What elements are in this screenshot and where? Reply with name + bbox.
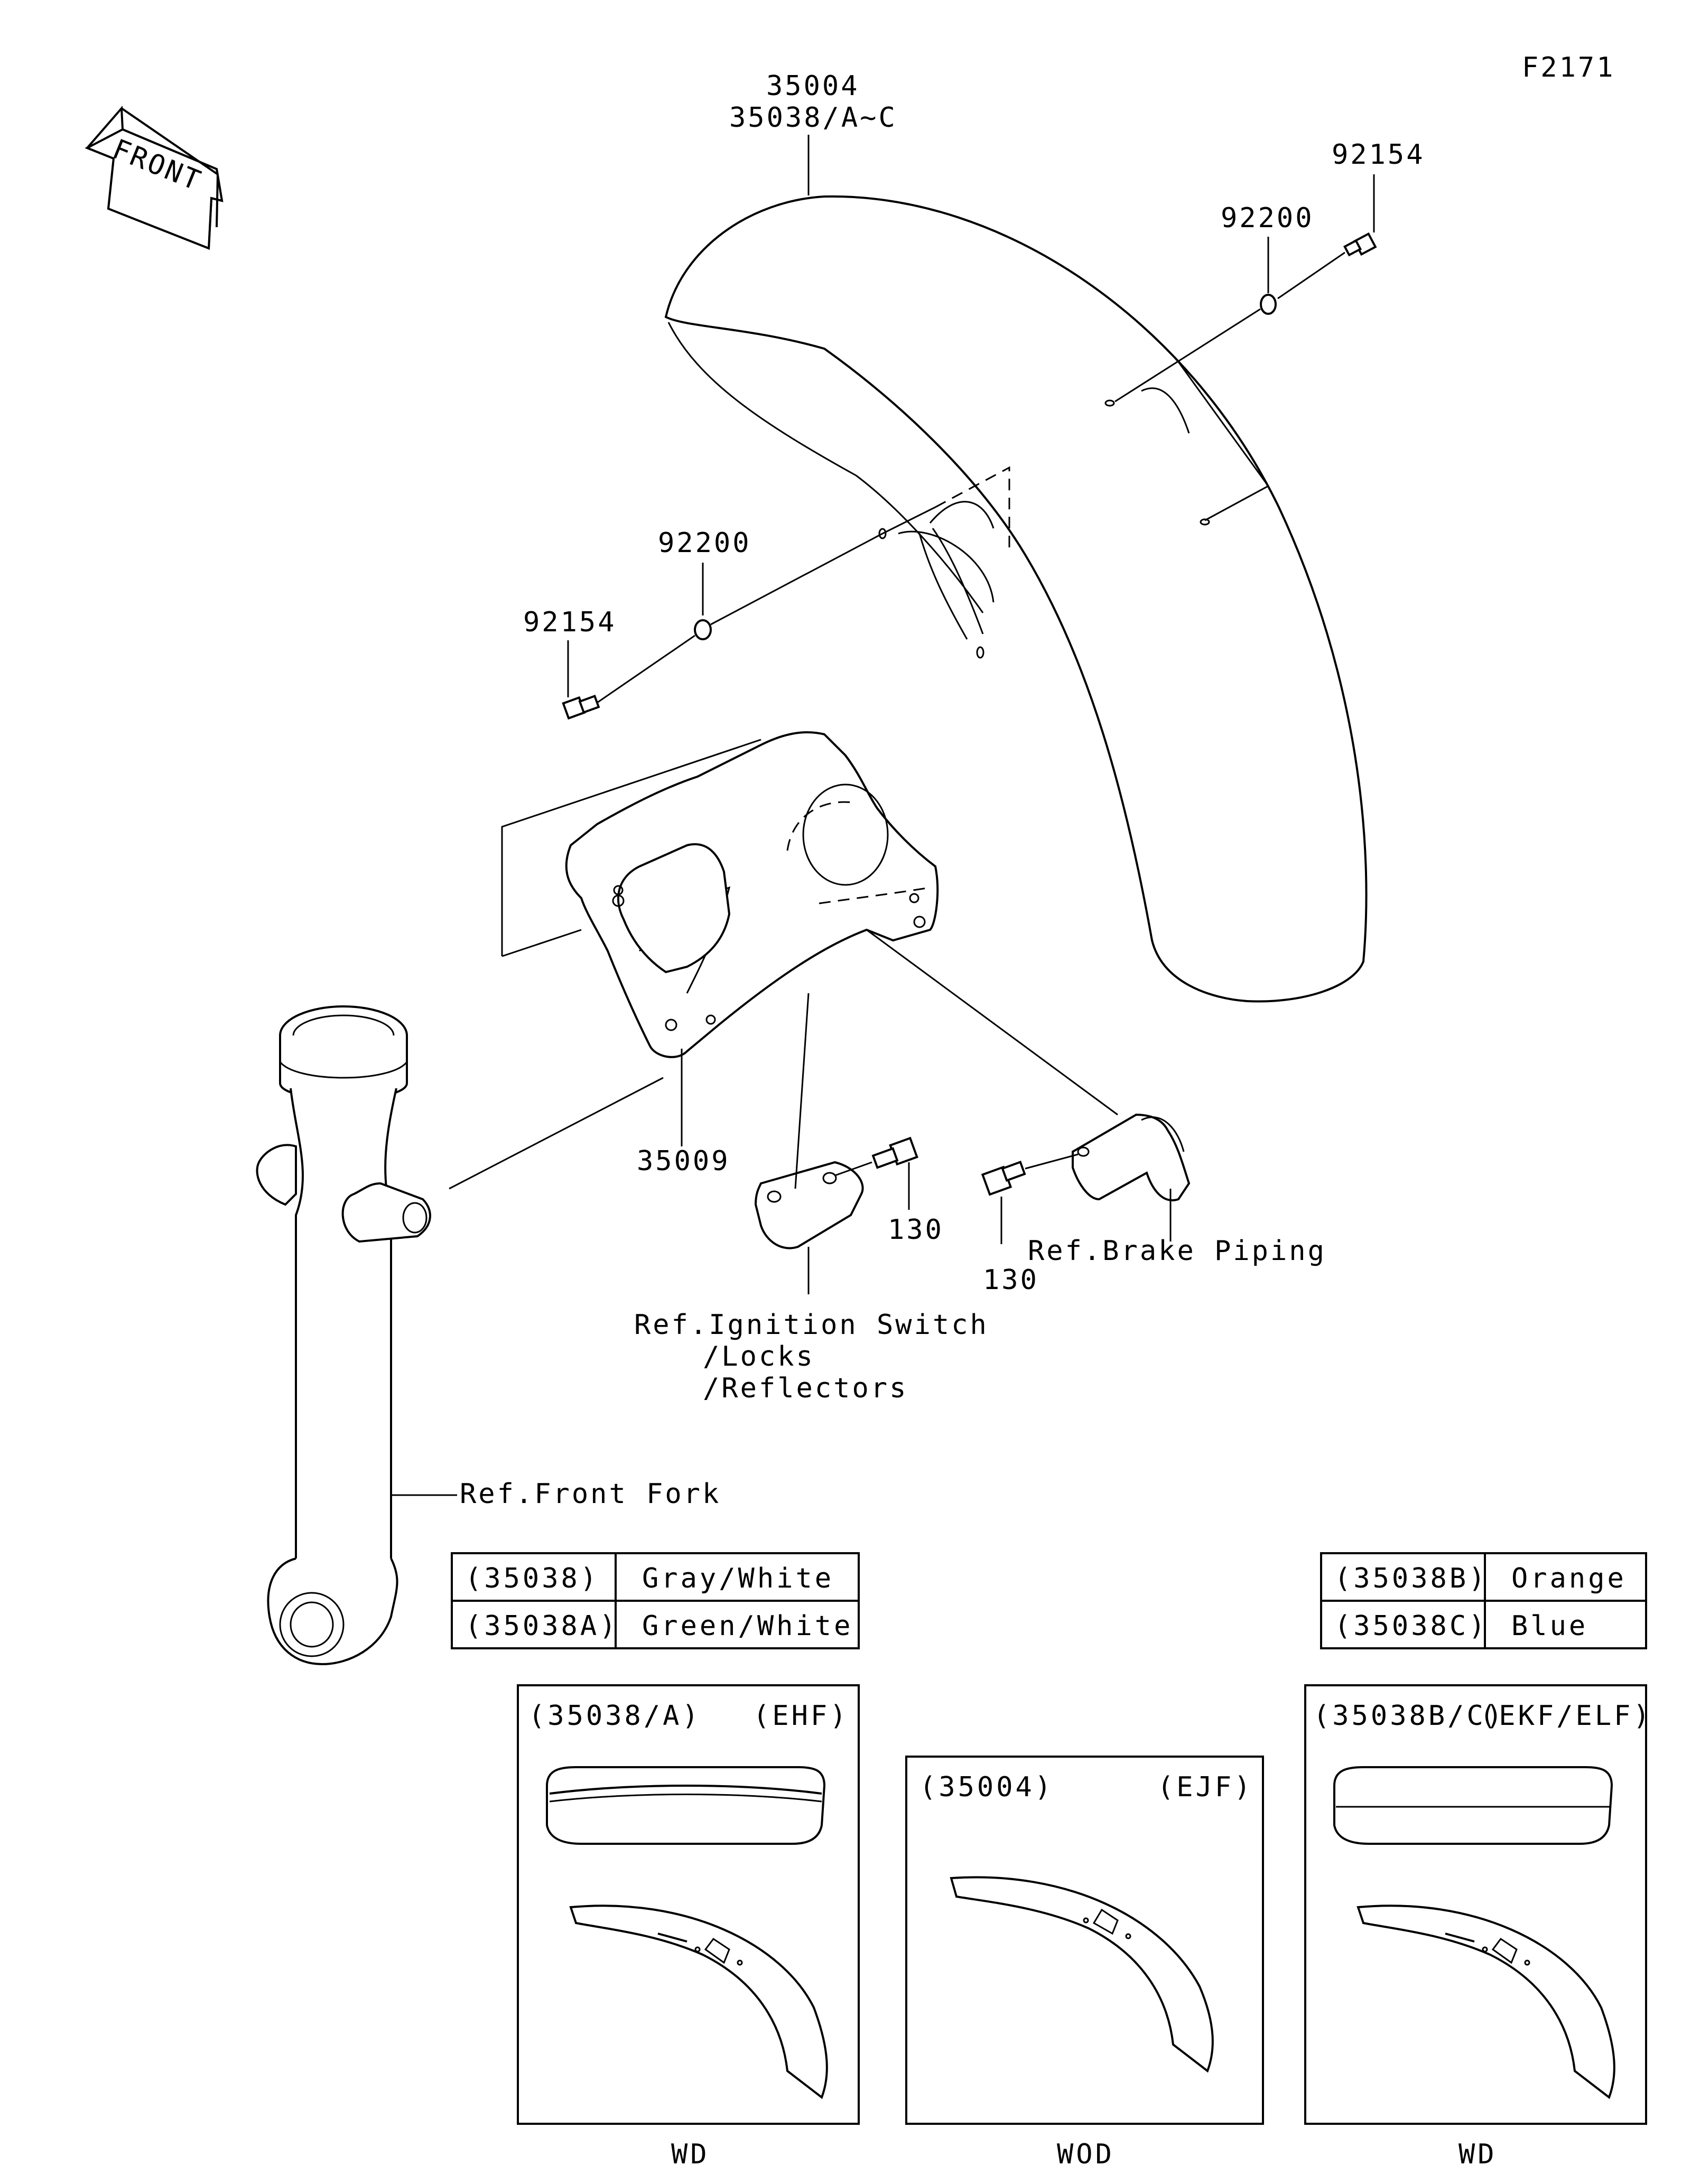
bracket-label: 35009: [637, 1145, 730, 1177]
variant-code: (35038/A): [528, 1700, 701, 1732]
color-name-cell: Green/White: [642, 1610, 853, 1642]
washer-right-label: 92200: [1221, 202, 1314, 234]
brake-pipe-clamp: [1072, 1113, 1191, 1201]
variant-caption: WD: [1458, 2139, 1497, 2170]
bolt-center-icon: [871, 1136, 918, 1169]
variant-caption: WOD: [1057, 2139, 1114, 2170]
front-fender: [664, 195, 1368, 1003]
bolt-lower-icon: [981, 1161, 1026, 1196]
washer-left-label: 92200: [658, 527, 751, 559]
color-name-cell: Orange: [1511, 1563, 1627, 1594]
variant-box-ekf-elf: (35038B/C) (EKF/ELF) WD: [1304, 1684, 1652, 2170]
variant-code: (35004): [919, 1771, 1054, 1803]
variant-code: (35038B/C): [1313, 1700, 1505, 1732]
bolt-lower-label: 130: [983, 1264, 1039, 1296]
variant-box-ejf: (35004) (EJF) WOD: [905, 1756, 1264, 2170]
variant-model: (EKF/ELF): [1480, 1700, 1652, 1732]
fender-part-number: 35004: [766, 70, 860, 102]
front-arrow-icon: FRONT: [85, 105, 224, 250]
color-code-cell: (35038): [465, 1563, 599, 1594]
bolt-right-label: 92154: [1332, 139, 1425, 171]
variant-model: (EJF): [1157, 1771, 1253, 1803]
color-table-left: (35038) Gray/White (35038A) Green/White: [451, 1552, 860, 1649]
ref-locks: /Locks: [703, 1341, 815, 1373]
washer-right-icon: [1260, 294, 1277, 315]
color-name-cell: Gray/White: [642, 1563, 834, 1594]
bolt-left-icon: [562, 694, 600, 720]
ref-ignition-switch: Ref.Ignition Switch: [634, 1309, 989, 1341]
ref-front-fork: Ref.Front Fork: [460, 1478, 721, 1510]
fender-bracket: [565, 731, 939, 1058]
figure-id: F2171: [1522, 52, 1615, 83]
color-code-cell: (35038C): [1334, 1610, 1488, 1642]
color-name-cell: Blue: [1511, 1610, 1588, 1642]
fender-variant-numbers: 35038/A~C: [729, 102, 897, 134]
bolt-center-label: 130: [888, 1214, 944, 1246]
washer-left-icon: [694, 619, 712, 640]
variant-box-ehf: (35038/A) (EHF) WD: [517, 1684, 860, 2170]
color-table-right: (35038B) Orange (35038C) Blue: [1320, 1552, 1647, 1649]
ref-brake-piping: Ref.Brake Piping: [1028, 1235, 1326, 1267]
bolt-right-icon: [1343, 232, 1377, 257]
bolt-left-label: 92154: [523, 606, 617, 638]
variant-model: (EHF): [753, 1700, 849, 1732]
variant-caption: WD: [671, 2139, 710, 2170]
ignition-bracket: [754, 1161, 864, 1249]
front-fork-tube: [256, 1005, 431, 1666]
color-code-cell: (35038A): [465, 1610, 618, 1642]
ref-reflectors: /Reflectors: [703, 1373, 908, 1404]
color-code-cell: (35038B): [1334, 1563, 1488, 1594]
